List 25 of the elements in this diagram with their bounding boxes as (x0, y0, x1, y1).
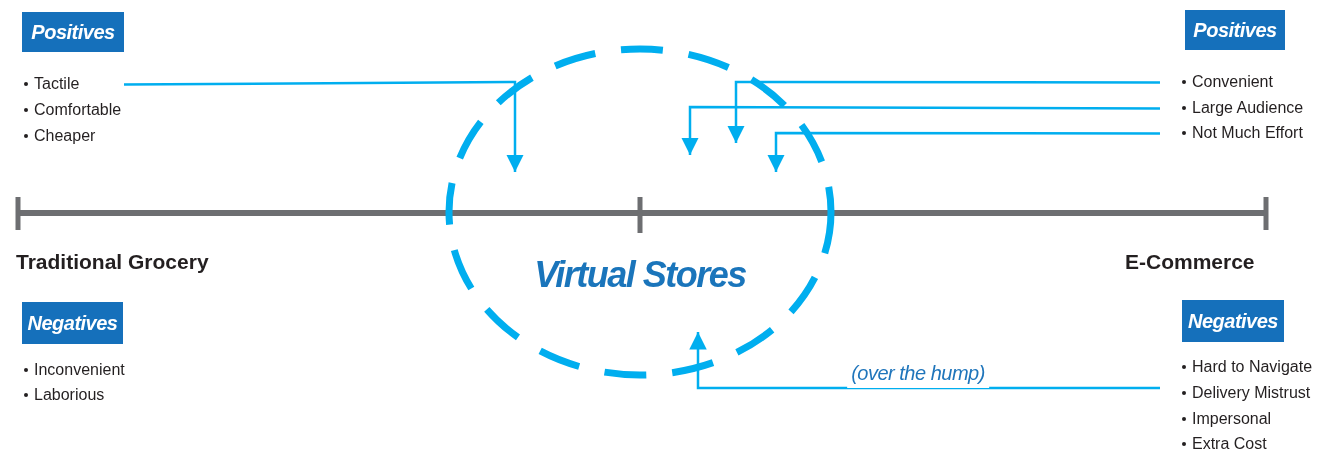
list-item-text: Impersonal (1192, 409, 1272, 429)
arrow (124, 80, 524, 172)
list-item-text: Extra Cost (1192, 434, 1267, 451)
list-item-text: Hard to Navigate (1192, 357, 1313, 377)
list-item-text: Convenient (1192, 70, 1273, 94)
list-item-text: Laborious (34, 385, 105, 405)
list-item-text: Delivery Mistrust (1192, 383, 1311, 403)
arrow (767, 131, 1160, 172)
axis-end-label: E-Commerce (1125, 249, 1255, 275)
list-item-text: Cheaper (34, 126, 96, 146)
arrow (681, 105, 1160, 155)
list-item-text: Tactile (34, 72, 80, 96)
arrow (689, 332, 1160, 390)
list-item-text: Not Much Effort (1192, 121, 1303, 145)
list-item-text: Inconvenient (34, 360, 125, 380)
list-item-text: Large Audience (1192, 96, 1304, 120)
header-tag: Positives (22, 12, 124, 52)
header-tag: Positives (1185, 10, 1285, 50)
header-tag: Negatives (1182, 300, 1284, 342)
dashed-circle (445, 45, 835, 379)
axis-end-label: Traditional Grocery (16, 249, 209, 275)
circle-title: Virtual Stores (533, 253, 747, 297)
arrow (727, 80, 1160, 143)
header-tag: Negatives (22, 302, 123, 344)
list-item-text: Comfortable (34, 100, 122, 120)
